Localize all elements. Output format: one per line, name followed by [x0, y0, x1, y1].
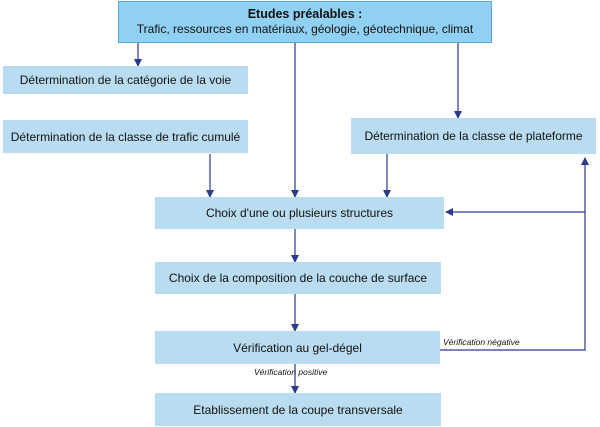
positive-label: Vérification positive [254, 367, 328, 377]
etudes-prealables-box: Etudes préalables : Trafic, ressources e… [118, 1, 492, 43]
arrow-negative-loop-to-plateforme [440, 157, 589, 351]
etudes-title: Etudes préalables : [247, 7, 363, 21]
trafic-box: Détermination de la classe de trafic cum… [3, 120, 248, 153]
categorie-box: Détermination de la catégorie de la voie [3, 66, 248, 94]
etudes-text: Trafic, ressources en matériaux, géologi… [136, 22, 474, 36]
verification-box: Vérification au gel-dégel [155, 331, 440, 364]
coupe-box: Etablissement de la coupe transversale [155, 393, 441, 426]
composition-box: Choix de la composition de la couche de … [155, 262, 441, 294]
negative-label: Vérification négative [443, 337, 520, 347]
structures-box: Choix d'une ou plusieurs structures [155, 197, 444, 229]
plateforme-box: Détermination de la classe de plateforme [351, 118, 596, 154]
